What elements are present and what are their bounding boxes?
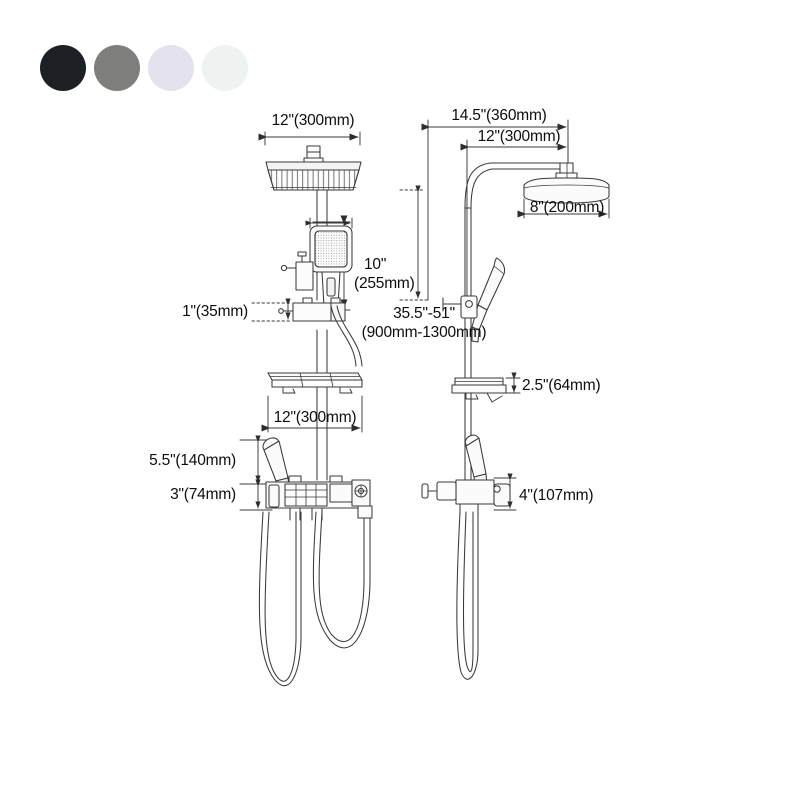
label-overall-height-mm: (900mm-1300mm): [361, 324, 487, 341]
shelf-side: [451, 377, 507, 403]
dim-overall-height: [399, 185, 429, 301]
label-valve-depth: 4"(107mm): [519, 487, 594, 504]
dim-slider-bracket: [251, 298, 293, 322]
label-spout-height: 5.5"(140mm): [149, 452, 236, 469]
dim-valve-depth: [493, 473, 517, 511]
dim-arm-reach-inner: [460, 139, 569, 301]
label-handheld-height-mm: (255mm): [354, 275, 415, 292]
swatch-lavender-white[interactable]: [148, 45, 194, 91]
shelf-front: [267, 372, 363, 394]
finish-color-swatches: [40, 45, 248, 91]
swatch-matte-black[interactable]: [40, 45, 86, 91]
slider-bracket-front: [278, 297, 346, 322]
handheld-hose-upper: [330, 305, 363, 367]
label-slider-bracket: 1"(35mm): [182, 303, 248, 320]
handheld-shower-side: [471, 257, 506, 343]
shower-hose-side: [456, 511, 479, 680]
valve-body-side: [421, 479, 511, 515]
gooseneck-arm-side: [464, 162, 568, 209]
dim-shelf-depth: [505, 372, 521, 394]
valve-body-front: [265, 475, 371, 521]
dim-shelf-width: [261, 395, 363, 433]
label-overall-height-inches: 35.5"-51": [393, 305, 455, 322]
swatch-off-white[interactable]: [202, 45, 248, 91]
label-rain-head-width: 12"(300mm): [271, 112, 355, 129]
dim-rain-head-width: [258, 131, 361, 146]
handheld-shower-front: [309, 225, 353, 307]
label-arm-reach-outer: 14.5"(360mm): [451, 107, 547, 124]
bidet-sprayer-front: [262, 437, 290, 491]
slide-bar-side: [464, 207, 472, 481]
bidet-sprayer-side: [464, 434, 488, 487]
label-valve-height: 3"(74mm): [170, 486, 236, 503]
diverter-knob-front: [280, 251, 314, 291]
dim-rain-head-diameter: [517, 198, 610, 219]
slider-bracket-side: [442, 295, 478, 319]
label-handheld-height-inches: 10": [364, 256, 387, 273]
shower-hose-coil-front: [258, 505, 373, 687]
rain-shower-head-side: [523, 162, 610, 204]
label-shelf-depth: 2.5"(64mm): [522, 377, 601, 394]
label-shelf-width: 12"(300mm): [273, 409, 357, 426]
label-arm-reach-inner: 12"(300mm): [477, 128, 561, 145]
front-view-geometry: [239, 131, 373, 687]
side-view-geometry: [399, 119, 610, 680]
swatch-brushed-gray[interactable]: [94, 45, 140, 91]
label-rain-head-diameter: 8"(200mm): [529, 199, 605, 216]
rain-shower-head-front: [265, 145, 362, 191]
